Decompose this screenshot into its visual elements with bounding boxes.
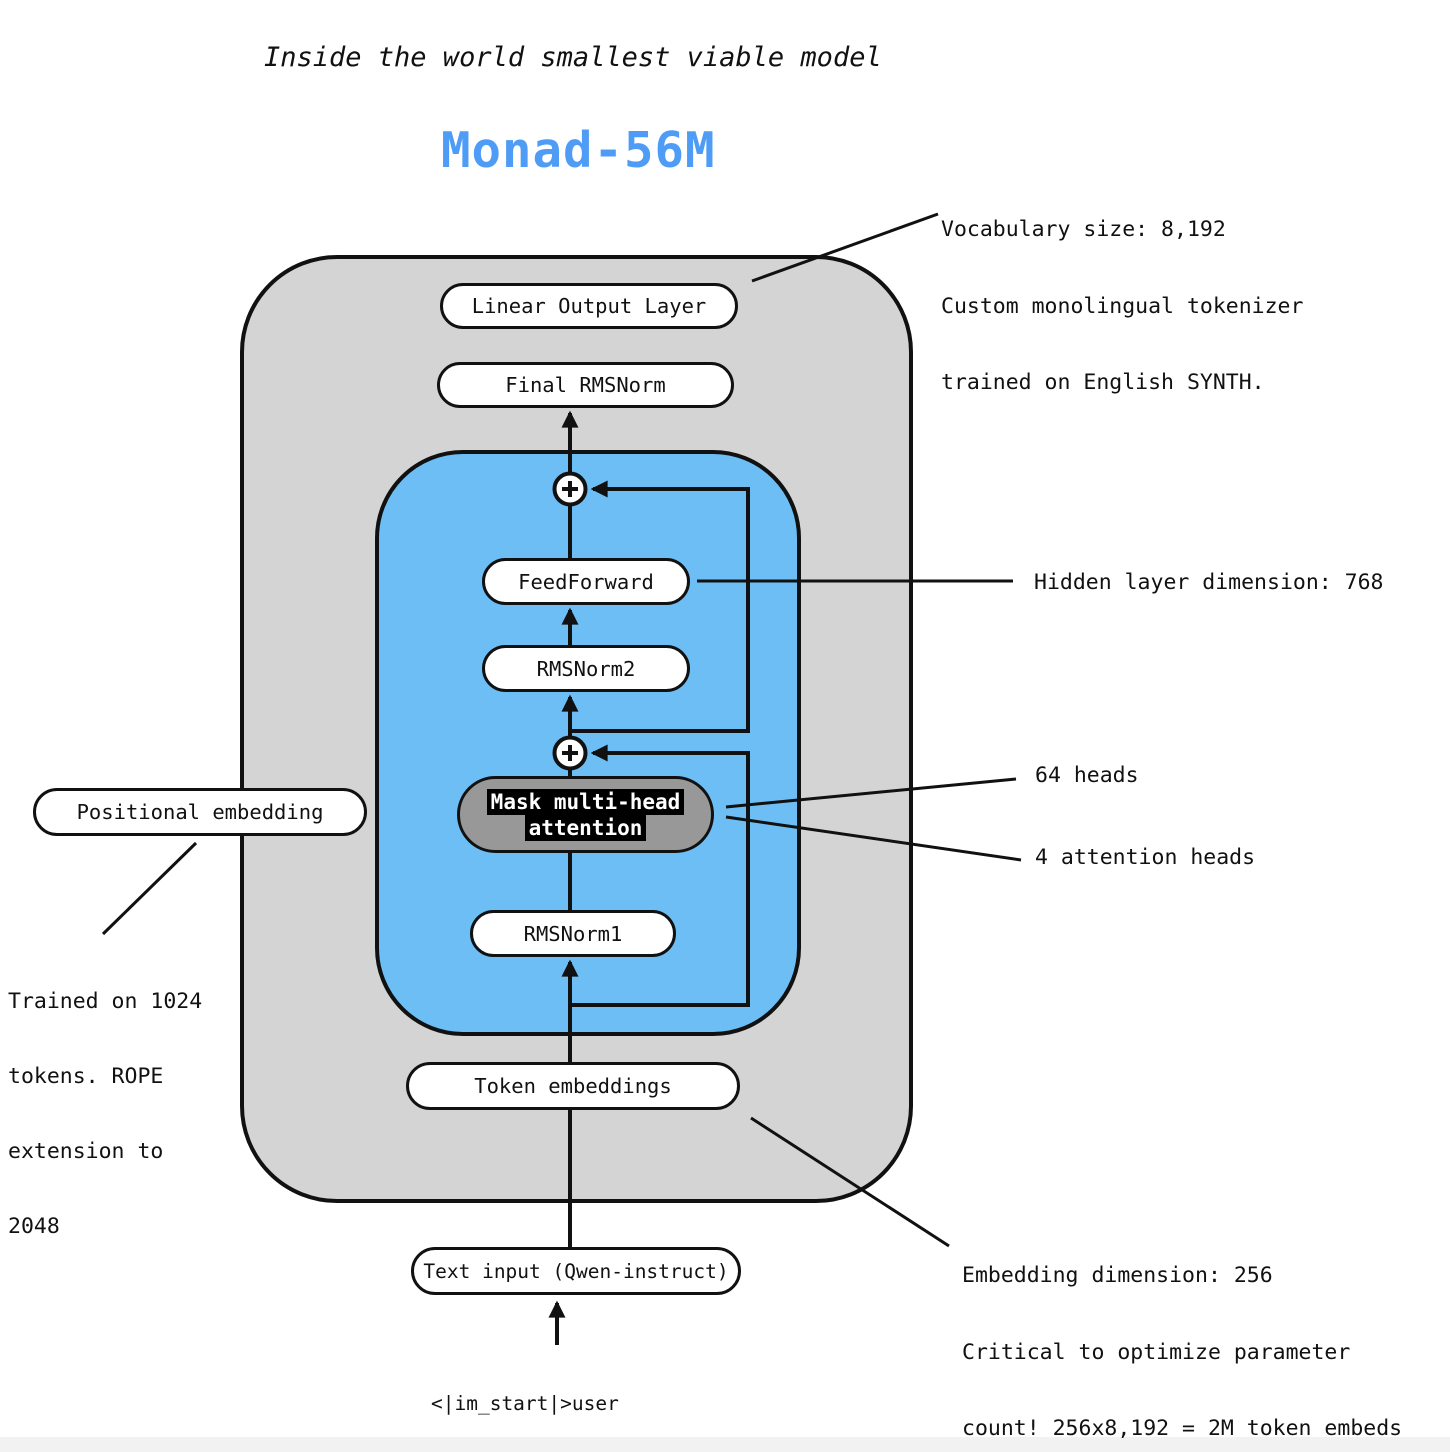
- node-positional-embedding: Positional embedding: [33, 788, 367, 836]
- node-label: RMSNorm1: [523, 921, 623, 946]
- annotation-line: Critical to optimize parameter: [962, 1339, 1351, 1365]
- node-token-embeddings: Token embeddings: [406, 1062, 740, 1110]
- code-line: <|im_start|>user: [431, 1392, 619, 1415]
- annotation-line: Embedding dimension: 256: [962, 1263, 1273, 1288]
- annotation-line: Trained on 1024: [8, 989, 203, 1014]
- annotation-line: trained on English SYNTH.: [941, 370, 1265, 395]
- annotation-line: Vocabulary size: 8,192: [941, 217, 1226, 242]
- annotation-positional: Trained on 1024 tokens. ROPE extension t…: [8, 939, 202, 1289]
- annotation-line: tokens. ROPE: [8, 1064, 164, 1089]
- node-label-line1: Mask multi-head: [486, 788, 685, 815]
- annotation-line: 2048: [8, 1214, 60, 1239]
- annotation-vocabulary: Vocabulary size: 8,192 Custom monolingua…: [941, 166, 1303, 447]
- node-rmsnorm1: RMSNorm1: [470, 910, 676, 957]
- annotation-line: count! 256x8,192 = 2M token embeds: [962, 1416, 1403, 1441]
- annotation-heads-4: 4 attention heads: [1035, 845, 1256, 870]
- node-label: Text input (Qwen-instruct): [423, 1259, 729, 1283]
- page-subtitle: Inside the world smallest viable model: [264, 42, 882, 73]
- page-title: Monad-56M: [441, 122, 716, 179]
- annotation-hidden-dim: Hidden layer dimension: 768: [1034, 570, 1384, 595]
- annotation-embedding: Embedding dimension: 256 Critical to opt…: [962, 1212, 1402, 1452]
- node-label-line2: attention: [524, 814, 647, 841]
- footer-strip: [0, 1437, 1450, 1452]
- node-text-input: Text input (Qwen-instruct): [411, 1247, 741, 1295]
- leader-line-positional: [101, 841, 198, 936]
- node-label: RMSNorm2: [536, 656, 636, 681]
- node-label: Final RMSNorm: [505, 373, 666, 397]
- node-feedforward: FeedForward: [482, 558, 690, 605]
- node-label: Positional embedding: [76, 800, 324, 824]
- node-label: FeedForward: [518, 569, 654, 594]
- annotation-line: Custom monolingual tokenizer: [941, 293, 1304, 319]
- input-example-code: <|im_start|>user Who are you?<|im_end|> …: [431, 1345, 689, 1452]
- annotation-heads-64: 64 heads: [1035, 763, 1139, 788]
- node-masked-multihead-attention: Mask multi-head attention: [457, 776, 714, 853]
- node-linear-output-layer: Linear Output Layer: [440, 283, 738, 329]
- node-label: Token embeddings: [474, 1074, 672, 1098]
- node-label: Linear Output Layer: [471, 294, 707, 318]
- node-rmsnorm2: RMSNorm2: [482, 645, 690, 692]
- annotation-line: extension to: [8, 1139, 164, 1164]
- node-final-rmsnorm: Final RMSNorm: [437, 362, 734, 408]
